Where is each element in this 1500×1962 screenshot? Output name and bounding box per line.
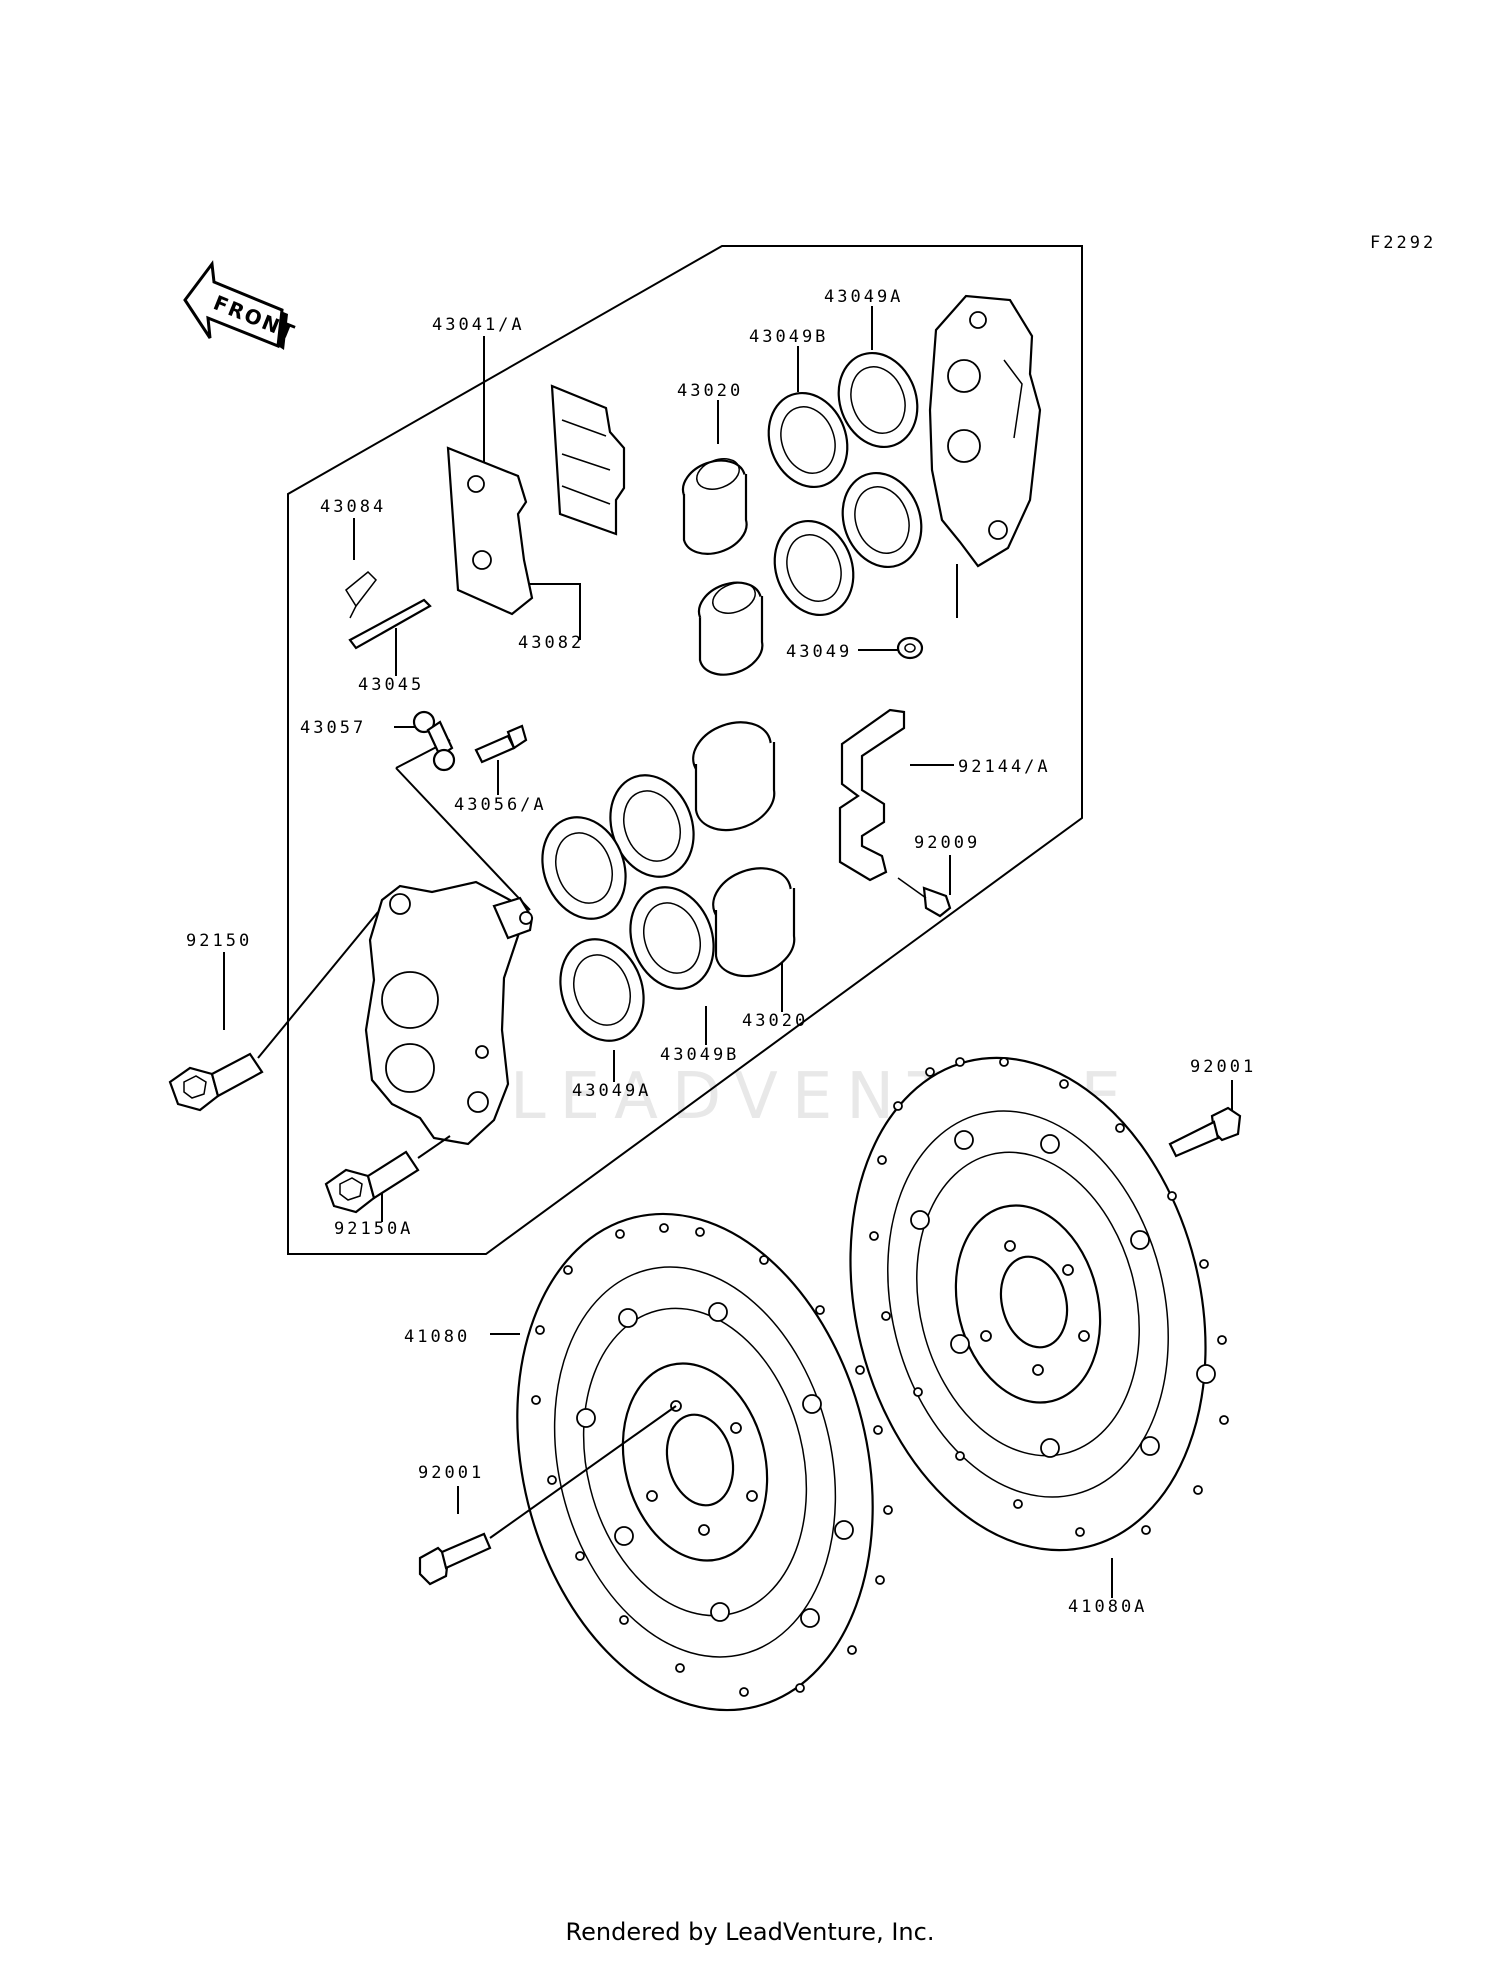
pin-part <box>348 598 432 650</box>
label-41080: 41080 <box>404 1327 470 1347</box>
label-92150A: 92150A <box>334 1219 413 1239</box>
label-92144A: 92144/A <box>958 757 1051 777</box>
label-43041A: 43041/A <box>432 315 525 335</box>
cotter-pin-part <box>345 570 377 619</box>
footer-credit: Rendered by LeadVenture, Inc. <box>565 1918 935 1946</box>
seal-43049A-bottom-1 <box>541 816 627 920</box>
caliper-outer-half <box>928 294 1042 568</box>
seal-43049A-bottom-2 <box>559 938 645 1042</box>
label-43045: 43045 <box>358 675 424 695</box>
bleeder-valve-part <box>474 724 528 764</box>
disc-bolt-92001-right <box>1168 1106 1242 1158</box>
piston-top-1 <box>681 458 748 555</box>
seal-43049B-bottom-2 <box>629 886 715 990</box>
label-43020-top: 43020 <box>677 381 743 401</box>
label-43049A-bottom: 43049A <box>572 1081 651 1101</box>
seal-43049A-top-1 <box>837 351 919 449</box>
label-41080A: 41080A <box>1068 1597 1147 1617</box>
label-43049A-top: 43049A <box>824 287 903 307</box>
brake-disc-41080 <box>516 1212 893 1712</box>
label-92009: 92009 <box>914 833 980 853</box>
label-43049B-bottom: 43049B <box>660 1045 739 1065</box>
bolt-92150A-part <box>324 1135 451 1214</box>
brake-pad-part <box>446 384 626 616</box>
pad-spring-bracket-part <box>838 708 906 882</box>
piston-bottom-2 <box>712 867 796 978</box>
screw-92009-part <box>897 877 952 918</box>
label-43020-bottom: 43020 <box>742 1011 808 1031</box>
seal-43049B-bottom-1 <box>609 774 695 878</box>
label-43082: 43082 <box>518 633 584 653</box>
washer-43049 <box>896 636 924 660</box>
disc-bolt-92001-left <box>418 1405 677 1586</box>
label-92001-left: 92001 <box>418 1463 484 1483</box>
label-92001-right: 92001 <box>1190 1057 1256 1077</box>
label-43049B-top: 43049B <box>749 327 828 347</box>
seal-43049B-top-1 <box>767 391 849 489</box>
brake-disc-41080A <box>849 1056 1229 1552</box>
label-43049: 43049 <box>786 642 852 662</box>
seal-43049B-top-2 <box>773 519 855 617</box>
piston-bottom-1 <box>692 721 776 832</box>
label-92150: 92150 <box>186 931 252 951</box>
label-43084: 43084 <box>320 497 386 517</box>
bolt-92150-part <box>168 911 379 1112</box>
front-arrow-icon: FRONT <box>183 260 299 350</box>
banjo-fitting-part <box>412 710 456 772</box>
label-43057: 43057 <box>300 718 366 738</box>
piston-top-2 <box>697 581 764 676</box>
caliper-assembly-outline <box>287 245 1083 1255</box>
label-43056A: 43056/A <box>454 795 547 815</box>
diagram-id: F2292 <box>1370 233 1436 253</box>
seal-43049A-top-2 <box>841 471 923 569</box>
caliper-inner-half <box>364 880 534 1146</box>
